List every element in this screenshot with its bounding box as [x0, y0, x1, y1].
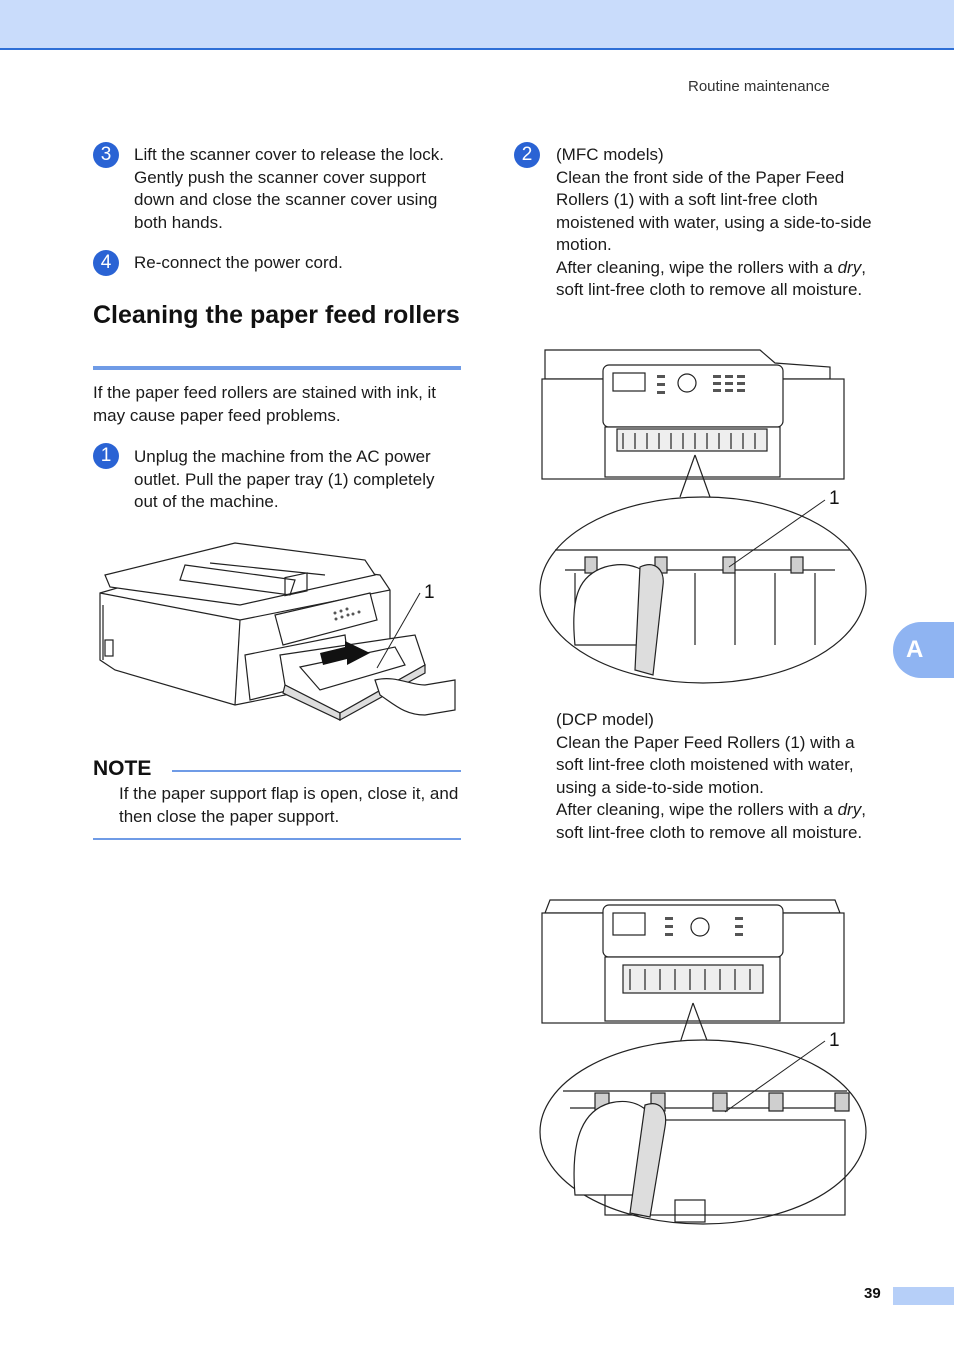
- step-4-text: Re-connect the power cord.: [134, 253, 343, 272]
- note-rule-top: [172, 770, 461, 772]
- dcp-after-cleaning-text: After cleaning, wipe the rollers with a …: [556, 800, 866, 842]
- dcp-rollers-illustration: 1: [539, 899, 867, 1225]
- step-4-badge: 4: [93, 250, 119, 276]
- dcp-cleaning-text: Clean the Paper Feed Rollers (1) with a …: [556, 732, 855, 797]
- dcp-figure-callout: 1: [829, 1030, 840, 1051]
- section-title-rule: [93, 366, 461, 370]
- running-header: Routine maintenance: [688, 78, 830, 95]
- top-header-band: [0, 0, 954, 50]
- note-title: NOTE: [93, 757, 152, 780]
- step-3-text: Lift the scanner cover to release the lo…: [134, 145, 444, 232]
- dcp-model-block: (DCP model) Clean the Paper Feed Rollers…: [556, 709, 886, 844]
- mfc-rollers-illustration: 1: [539, 349, 867, 684]
- page-number: 39: [864, 1285, 881, 1302]
- step-1-text: Unplug the machine from the AC power out…: [134, 447, 435, 511]
- mfc-figure-callout: 1: [829, 488, 840, 509]
- step-2-badge: 2: [514, 142, 540, 168]
- appendix-side-tab: A: [893, 622, 954, 678]
- printer-tray-illustration: 1: [99, 542, 456, 722]
- figure-1-callout: 1: [424, 582, 435, 603]
- step-3-badge: 3: [93, 142, 119, 168]
- note-text: If the paper support flap is open, close…: [119, 784, 459, 826]
- mfc-cleaning-text: Clean the front side of the Paper Feed R…: [556, 167, 872, 255]
- page-number-tab: [893, 1287, 954, 1305]
- mfc-after-cleaning-text: After cleaning, wipe the rollers with a …: [556, 257, 866, 300]
- note-rule-bottom: [93, 838, 461, 840]
- step-1-badge: 1: [93, 443, 119, 469]
- section-title: Cleaning the paper feed rollers: [93, 301, 460, 329]
- mfc-models-block: (MFC models) Clean the front side of the…: [556, 144, 886, 302]
- dcp-heading: (DCP model): [556, 710, 654, 729]
- mfc-heading: (MFC models): [556, 145, 664, 164]
- intro-paragraph: If the paper feed rollers are stained wi…: [93, 383, 437, 425]
